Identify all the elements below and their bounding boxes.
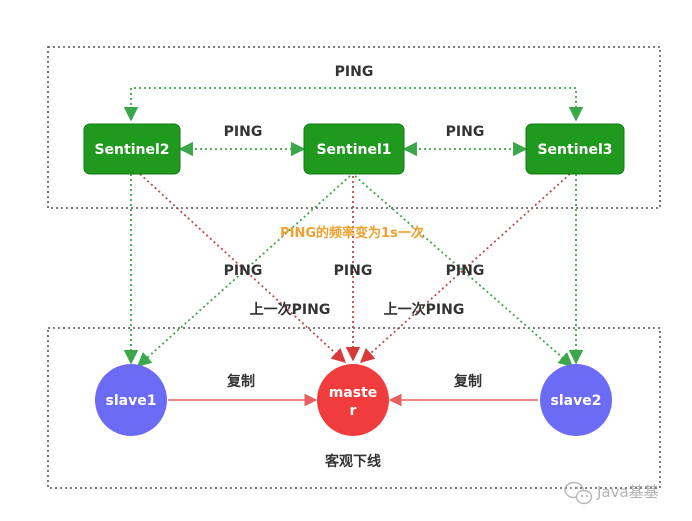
label-objective-down: 客观下线 xyxy=(324,453,381,470)
label-ping-center: PING xyxy=(334,263,373,279)
sentinel2-label: Sentinel2 xyxy=(94,142,169,158)
label-ping-s2-s1: PING xyxy=(224,124,263,140)
label-replicate-right: 复制 xyxy=(453,373,482,390)
sentinel2-node: Sentinel2 xyxy=(83,123,181,175)
label-ping-left: PING xyxy=(224,263,263,279)
label-ping-s1-s3: PING xyxy=(446,124,485,140)
label-top-ping: PING xyxy=(335,64,374,80)
label-last-ping-right: 上一次PING xyxy=(384,301,465,318)
slave1-label: slave1 xyxy=(106,393,157,409)
label-replicate-left: 复制 xyxy=(226,373,255,390)
sentinel1-node: Sentinel1 xyxy=(303,123,405,175)
sentinel1-label: Sentinel1 xyxy=(316,142,391,158)
label-frequency-note: PING的频率变为1s一次 xyxy=(280,225,424,241)
sentinel3-label: Sentinel3 xyxy=(537,142,612,158)
ping-sentinel1-slave2 xyxy=(354,175,574,367)
master-label-line1: maste xyxy=(329,385,378,401)
ping-link-sentinel2-sentinel3 xyxy=(123,87,584,122)
slave2-node: slave2 xyxy=(540,364,612,436)
sentinel3-node: Sentinel3 xyxy=(525,123,625,175)
slave1-node: slave1 xyxy=(95,364,167,436)
ping-sentinel3-master xyxy=(359,173,571,363)
master-label-line2: r xyxy=(350,403,357,419)
watermark: Java基基 xyxy=(564,481,659,505)
wechat-icon xyxy=(564,481,593,505)
watermark-text: Java基基 xyxy=(596,483,659,501)
master-node: maste r xyxy=(317,364,389,436)
label-last-ping-left: 上一次PING xyxy=(250,301,331,318)
slave2-label: slave2 xyxy=(551,393,602,409)
ping-sentinel2-master xyxy=(139,173,347,363)
sentinel-group-box xyxy=(47,46,661,209)
redis-group-box xyxy=(47,327,661,489)
label-ping-right: PING xyxy=(446,263,485,279)
